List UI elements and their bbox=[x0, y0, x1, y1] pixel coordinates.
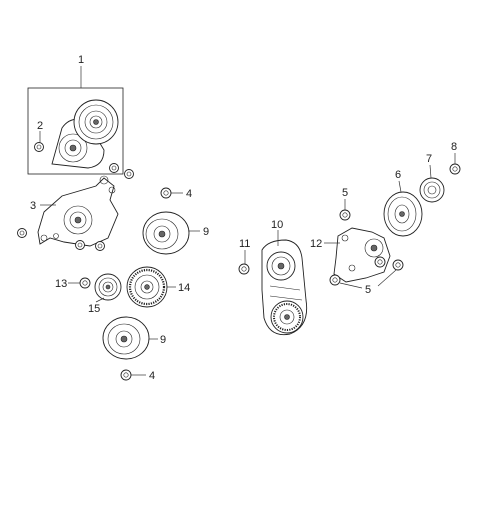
part-6-pulley bbox=[383, 191, 423, 237]
part-7-bearing bbox=[419, 177, 445, 203]
callout-13: 13 bbox=[55, 278, 67, 290]
part-8-washer bbox=[449, 163, 461, 175]
part-4-bolt-upper bbox=[160, 187, 172, 199]
callout-9-lower: 9 bbox=[160, 334, 166, 346]
callout-6: 6 bbox=[395, 169, 401, 181]
part-15-bearing bbox=[94, 273, 122, 301]
part-11-bolt bbox=[238, 263, 250, 275]
part-3-bracket bbox=[37, 175, 119, 247]
part-12-bracket bbox=[333, 227, 391, 283]
part-9-idler-pulley-lower bbox=[102, 316, 150, 360]
callout-5-upper: 5 bbox=[342, 187, 348, 199]
callout-10: 10 bbox=[271, 219, 283, 231]
part-1-tensioner-assembly bbox=[27, 87, 124, 175]
part-9-idler-pulley-upper bbox=[142, 211, 190, 255]
part-5-bolts bbox=[329, 209, 404, 286]
callout-1: 1 bbox=[78, 54, 84, 66]
callout-5-lower: 5 bbox=[365, 284, 371, 296]
callout-12: 12 bbox=[310, 238, 322, 250]
callout-4-upper: 4 bbox=[186, 188, 192, 200]
part-13-washer bbox=[79, 277, 91, 289]
callout-11: 11 bbox=[239, 238, 250, 250]
callout-9-upper: 9 bbox=[203, 226, 209, 238]
callout-numbers: 1 2 3 4 9 13 15 14 9 4 11 10 12 5 5 6 7 … bbox=[30, 54, 457, 382]
part-4-bolt-lower bbox=[120, 369, 132, 381]
callout-3: 3 bbox=[30, 200, 36, 212]
bracket-bolts bbox=[17, 163, 134, 251]
callout-8: 8 bbox=[451, 141, 457, 153]
callout-7: 7 bbox=[426, 153, 432, 165]
callout-15: 15 bbox=[88, 303, 100, 315]
leader-lines bbox=[39, 66, 456, 376]
callout-14: 14 bbox=[178, 282, 190, 294]
callout-2: 2 bbox=[37, 120, 43, 132]
part-14-toothed-pulley bbox=[126, 266, 168, 308]
part-10-tensioner bbox=[261, 239, 308, 336]
callout-4-lower: 4 bbox=[149, 370, 155, 382]
